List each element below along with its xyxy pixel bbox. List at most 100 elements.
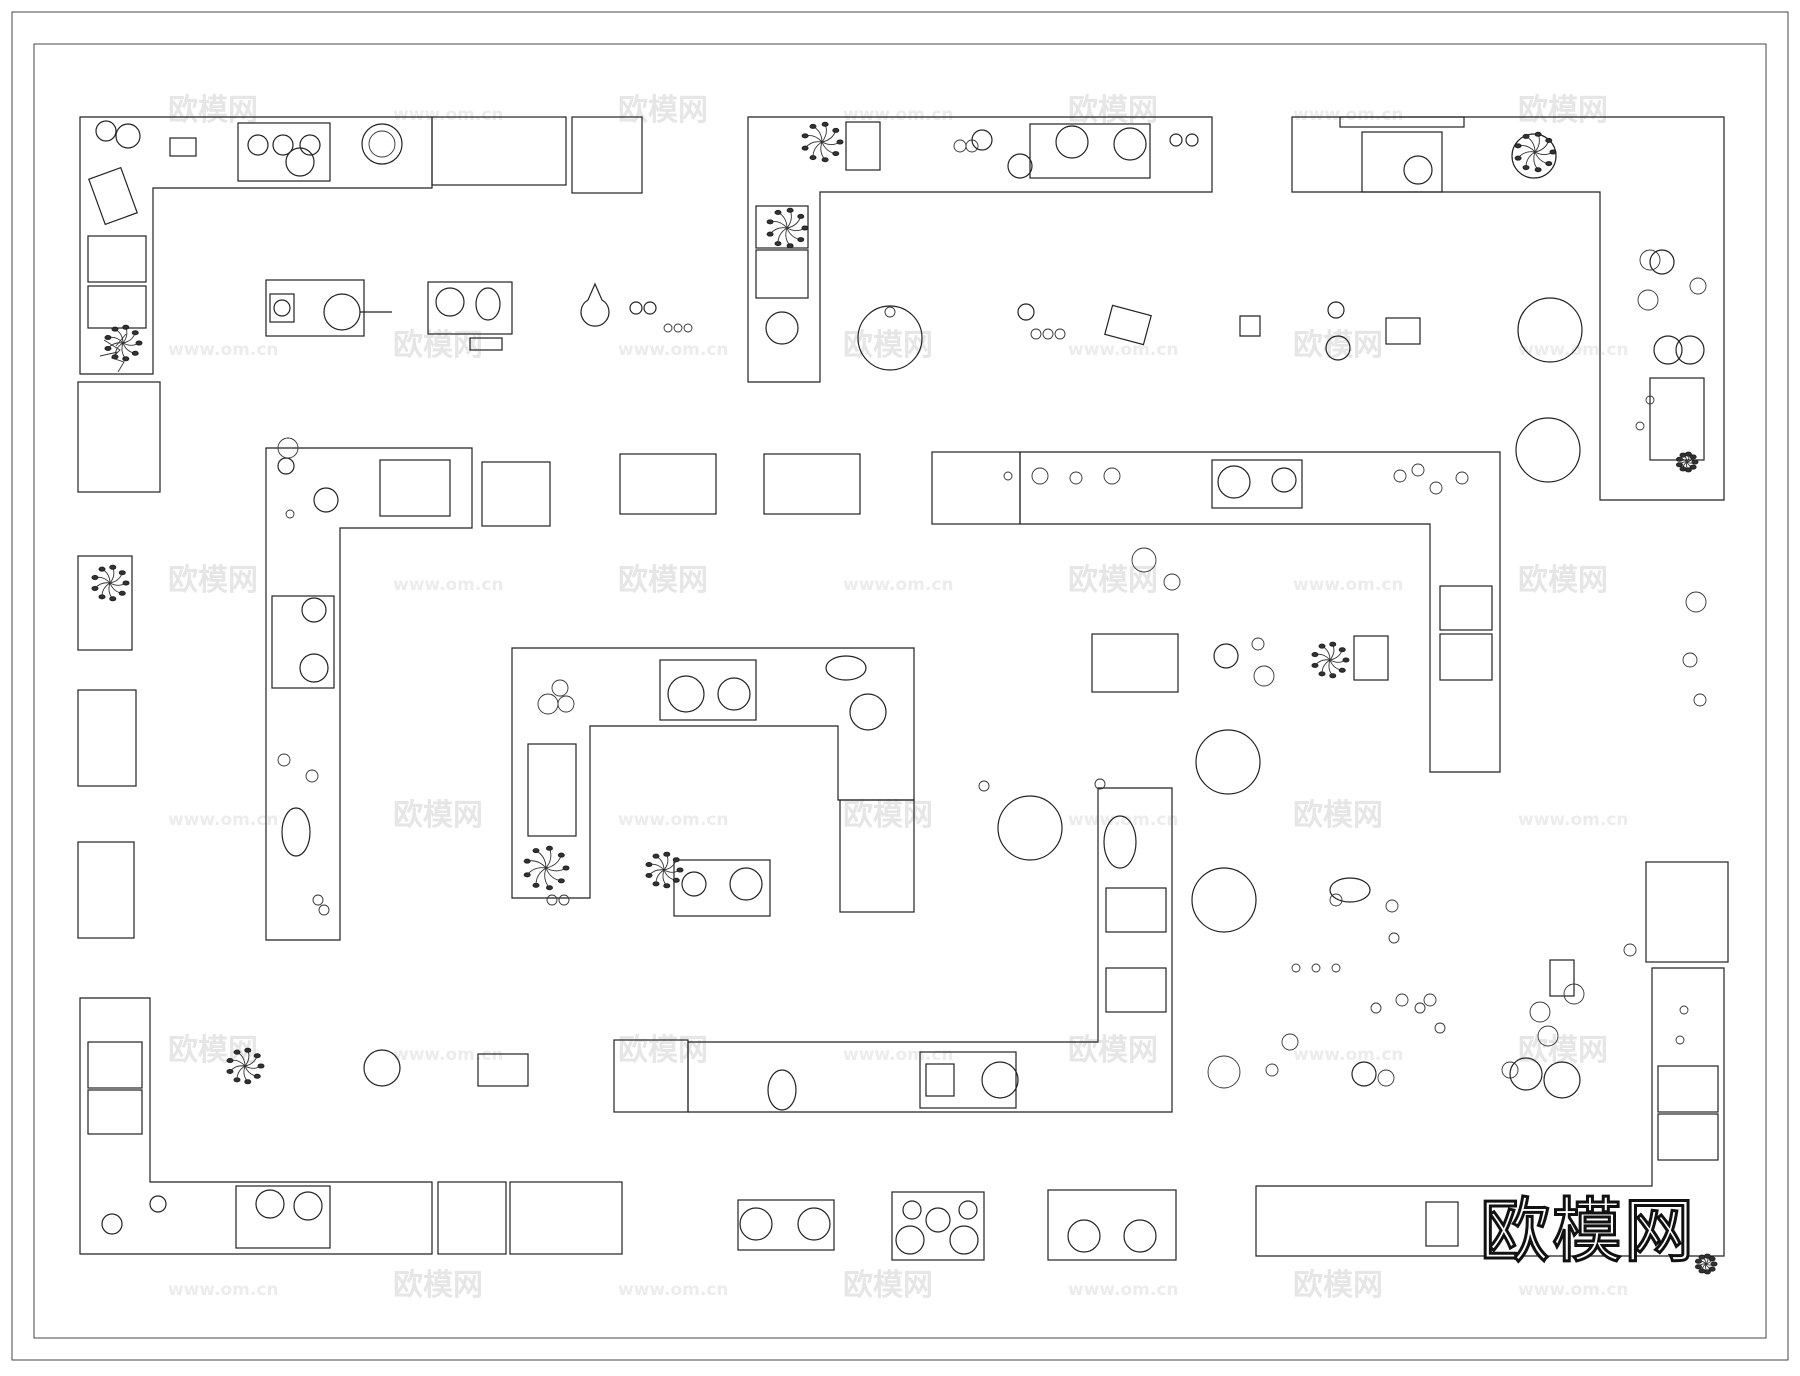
fixture-circle xyxy=(558,894,570,906)
watermark-url: www.om.cn xyxy=(1293,575,1404,595)
watermark-text: 欧模网 xyxy=(1068,563,1158,598)
fixture-circle xyxy=(1265,1063,1279,1077)
kitchen-bottom-center xyxy=(613,787,1173,1113)
fixture-circle xyxy=(978,780,990,792)
fixture-circle xyxy=(1207,1055,1241,1089)
watermark-text: 欧模网 xyxy=(168,1033,258,1068)
plant-symbol xyxy=(1311,641,1350,679)
plant-symbol xyxy=(801,121,844,163)
counter-l-shape xyxy=(79,116,433,375)
fixture-circle xyxy=(1031,467,1049,485)
chair xyxy=(1517,297,1583,363)
fixture-circle xyxy=(318,904,330,916)
plant-symbol xyxy=(1675,451,1699,473)
bottom-appliances xyxy=(737,1189,1177,1261)
watermark-url: www.om.cn xyxy=(168,1280,279,1300)
fixture-circle xyxy=(546,894,558,906)
plant-symbol xyxy=(91,564,130,602)
plant-symbol xyxy=(1514,131,1557,173)
fixture-circle xyxy=(1682,652,1698,668)
fixture-circle xyxy=(1563,983,1585,1005)
fixture-circle xyxy=(1395,993,1409,1007)
inner-frame xyxy=(33,43,1767,1339)
watermark-text: 欧模网 xyxy=(393,798,483,833)
watermark-url: www.om.cn xyxy=(1293,1045,1404,1065)
chair xyxy=(997,795,1063,861)
watermark-url: www.om.cn xyxy=(618,340,729,360)
watermark-text: 欧模网 xyxy=(1518,93,1608,128)
appliance-tall xyxy=(77,381,161,493)
watermark-url: www.om.cn xyxy=(843,575,954,595)
watermark-url: www.om.cn xyxy=(1518,810,1629,830)
fixture-circle xyxy=(1163,573,1181,591)
counter-l-shape xyxy=(747,116,1213,383)
watermark-text: 欧模网 xyxy=(393,1268,483,1303)
counter-l-shape xyxy=(1255,967,1725,1257)
counter-l-shape xyxy=(265,447,473,941)
fridge-block xyxy=(571,116,643,194)
fixture-circle xyxy=(1423,993,1437,1007)
fixture-circle xyxy=(1685,591,1707,613)
watermark-text: 欧模网 xyxy=(1293,798,1383,833)
fixture-circle xyxy=(285,509,295,519)
watermark-layer: 欧模网 www.om.cn 欧模网 www.om.cn 欧模网 www.om.cn 欧模网 w… xyxy=(168,93,1629,1303)
chair xyxy=(857,305,923,371)
watermark-text: 欧模网 xyxy=(1293,328,1383,363)
fixture-circle xyxy=(1331,963,1341,973)
watermark-text: 欧模网 xyxy=(843,328,933,363)
fixture-circle xyxy=(953,139,967,153)
fixture-circle xyxy=(1385,899,1399,913)
fixture-circle xyxy=(1377,1069,1395,1087)
chair xyxy=(1191,867,1257,933)
kitchen-left-center xyxy=(77,447,861,941)
fixture-circle xyxy=(1429,481,1443,495)
fixture-circle xyxy=(1639,249,1661,271)
kitchen-top-right xyxy=(1239,116,1725,501)
watermark-url: www.om.cn xyxy=(1068,1280,1179,1300)
watermark-url: www.om.cn xyxy=(1068,340,1179,360)
fixture-circle xyxy=(1455,471,1469,485)
watermark-url: www.om.cn xyxy=(618,810,729,830)
plant-symbol xyxy=(104,324,143,362)
watermark-text: 欧模网 xyxy=(168,93,258,128)
watermark-url: www.om.cn xyxy=(393,105,504,125)
fixture-details xyxy=(91,121,1718,1275)
fixture-circle xyxy=(1103,467,1121,485)
fixture-circle xyxy=(1094,778,1106,790)
plant-symbol xyxy=(1694,1253,1718,1275)
sink-unit xyxy=(763,453,861,515)
chair xyxy=(1515,417,1581,483)
watermark-url: www.om.cn xyxy=(168,810,279,830)
watermark-text: 欧模网 xyxy=(843,798,933,833)
counter-u-shape xyxy=(511,647,915,899)
fixture-circle xyxy=(1529,1001,1551,1023)
fixture-circle xyxy=(1411,463,1425,477)
watermark-text: 欧模网 xyxy=(1518,1033,1608,1068)
fixture-circle xyxy=(1689,277,1707,295)
kitchen-center-u xyxy=(511,647,1063,917)
plant-symbol xyxy=(226,1047,265,1085)
fixture-circle xyxy=(1675,1035,1685,1045)
fixture-circle xyxy=(1623,943,1637,957)
watermark-text: 欧模网 xyxy=(618,1033,708,1068)
watermark-text: 欧模网 xyxy=(1293,1268,1383,1303)
fixture-circle xyxy=(1393,469,1407,483)
fixture-circle xyxy=(1388,932,1400,944)
sink-basin xyxy=(87,235,147,283)
watermark-url: www.om.cn xyxy=(1293,105,1404,125)
watermark-url: www.om.cn xyxy=(843,105,954,125)
plant-symbol xyxy=(645,851,684,889)
watermark-url: www.om.cn xyxy=(1518,1280,1629,1300)
watermark-url: www.om.cn xyxy=(618,1280,729,1300)
fixture-circle xyxy=(884,306,896,318)
plant-symbol xyxy=(523,845,570,891)
fixture-circle xyxy=(1329,893,1343,907)
sink-unit xyxy=(527,743,577,837)
fixture-circle xyxy=(1414,1002,1426,1014)
watermark-text: 欧模网 xyxy=(168,563,258,598)
sink-unit xyxy=(619,453,717,515)
fixture-circle xyxy=(1131,547,1157,573)
watermark-text: 欧模网 xyxy=(618,93,708,128)
watermark-text: 欧模网 xyxy=(843,1268,933,1303)
fixture-circle xyxy=(1434,1022,1446,1034)
